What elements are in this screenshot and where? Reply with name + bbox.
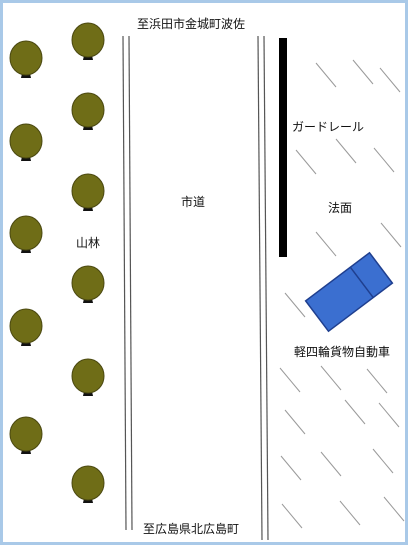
slope-hatching xyxy=(279,59,405,529)
tree xyxy=(71,358,105,396)
road-edge-left-inner xyxy=(128,35,133,531)
guardrail xyxy=(279,38,287,257)
tree xyxy=(71,92,105,130)
label-guardrail: ガードレール xyxy=(292,120,364,134)
light-freight-vehicle xyxy=(304,251,394,333)
label-slope: 法面 xyxy=(328,201,352,215)
label-north-destination: 至浜田市金城町波佐 xyxy=(137,16,245,31)
tree xyxy=(9,215,43,253)
road-edges xyxy=(122,35,269,541)
tree xyxy=(71,173,105,211)
label-road: 市道 xyxy=(181,194,205,209)
label-forest: 山林 xyxy=(76,236,100,250)
forest-trees xyxy=(9,22,105,503)
tree xyxy=(9,308,43,346)
tree xyxy=(9,123,43,161)
label-vehicle: 軽四輪貨物自動車 xyxy=(294,344,390,359)
tree xyxy=(71,22,105,60)
label-south-destination: 至広島県北広島町 xyxy=(143,521,239,536)
tree xyxy=(71,265,105,303)
tree xyxy=(9,416,43,454)
road-edge-left-outer xyxy=(122,35,127,531)
road-edge-right-outer xyxy=(263,35,269,541)
tree xyxy=(71,465,105,503)
tree xyxy=(9,40,43,78)
road-edge-right-inner xyxy=(257,35,263,541)
